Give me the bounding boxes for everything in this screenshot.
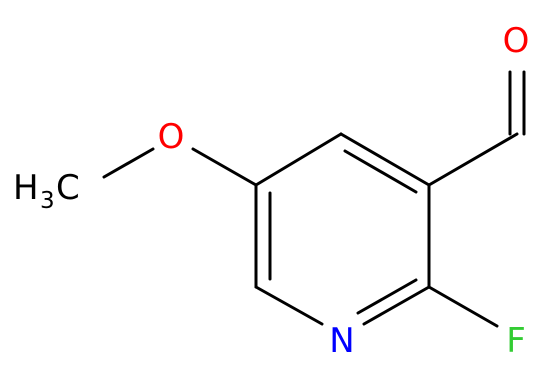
atom-methyl-subscript: 3 [40,188,55,214]
atom-ring-nitrogen: N [329,321,354,361]
atom-methyl-h: H [13,168,39,208]
bond-c5-o [191,147,258,187]
atom-fluorine: F [506,321,526,361]
bond-c2-f [427,285,499,328]
bond-c2-n-inner [356,278,418,315]
atom-aldehyde-oxygen: O [503,21,530,61]
bond-c2-n [362,285,431,326]
bond-c4-c3-inner [343,149,418,194]
bond-c3-cho [427,132,519,187]
bond-c4-c3 [339,132,431,187]
atom-methyl-c: C [56,168,80,208]
bond-n-c6 [254,285,324,326]
bond-c5-c4 [254,132,343,187]
atom-ether-oxygen: O [158,117,185,157]
bond-o-ch3 [102,147,155,179]
